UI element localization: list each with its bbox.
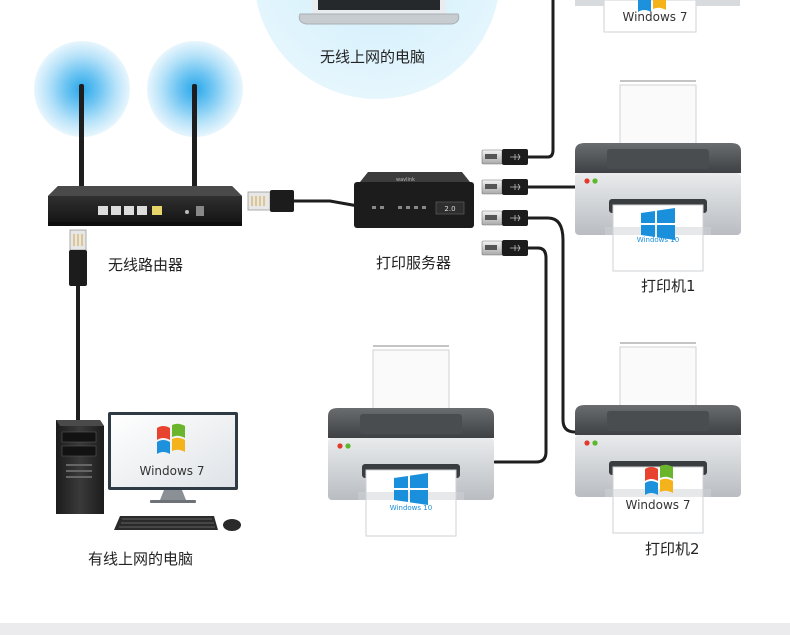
ethernet-plug-server-side — [247, 190, 294, 212]
middle-printer-icon: Windows 10 — [327, 345, 495, 537]
cable-usb-top — [526, 0, 555, 159]
cable-usb-middle-printer — [493, 246, 548, 464]
router-icon — [48, 84, 242, 226]
monitor-icon: Windows 7 — [108, 412, 238, 503]
router-antenna-right — [192, 84, 197, 194]
top-printer-paper: Windows 7 — [575, 0, 740, 33]
laptop-icon — [298, 0, 460, 25]
wireless-pc-group — [256, 0, 498, 99]
cables — [76, 0, 577, 464]
wireless-router-label: 无线路由器 — [108, 256, 184, 274]
keyboard-icon — [114, 516, 218, 530]
server-brand: wavlink — [396, 177, 415, 183]
print-server-icon: wavlink 2.0 — [354, 172, 474, 228]
wireless-router-group — [34, 41, 243, 226]
usb-plug-2 — [481, 178, 529, 196]
printer-2-icon: Windows 7 — [574, 342, 742, 534]
router-antenna-left — [79, 84, 84, 194]
printer-2-label: 打印机2 — [645, 540, 700, 558]
wired-pc-group: Windows 7 — [56, 412, 241, 531]
middle-printer-os-label: Windows 10 — [390, 504, 432, 512]
print-server-label: 打印服务器 — [376, 254, 452, 272]
cable-usb-printer-2 — [526, 216, 577, 434]
wired-pc-os-label: Windows 7 — [139, 464, 204, 478]
printer-1-os-label: Windows 10 — [637, 236, 679, 244]
usb-plug-1 — [481, 148, 529, 166]
mouse-icon — [223, 519, 241, 531]
top-printer-os-label: Windows 7 — [622, 10, 687, 24]
pc-tower-icon — [56, 420, 104, 514]
cable-router-server — [290, 199, 360, 208]
wireless-pc-label: 无线上网的电脑 — [320, 48, 426, 66]
ethernet-plug-router-side — [69, 229, 87, 286]
printer-1-icon: Windows 10 — [574, 80, 742, 272]
wifi-glow-large — [256, 0, 498, 99]
printer-1-label: 打印机1 — [641, 277, 696, 295]
wired-pc-label: 有线上网的电脑 — [88, 550, 194, 568]
printer-2-os-label: Windows 7 — [625, 498, 690, 512]
bottom-bar — [0, 623, 790, 635]
server-usb-badge: 2.0 — [444, 205, 455, 213]
usb-plug-4 — [481, 239, 529, 257]
usb-plug-3 — [481, 209, 529, 227]
